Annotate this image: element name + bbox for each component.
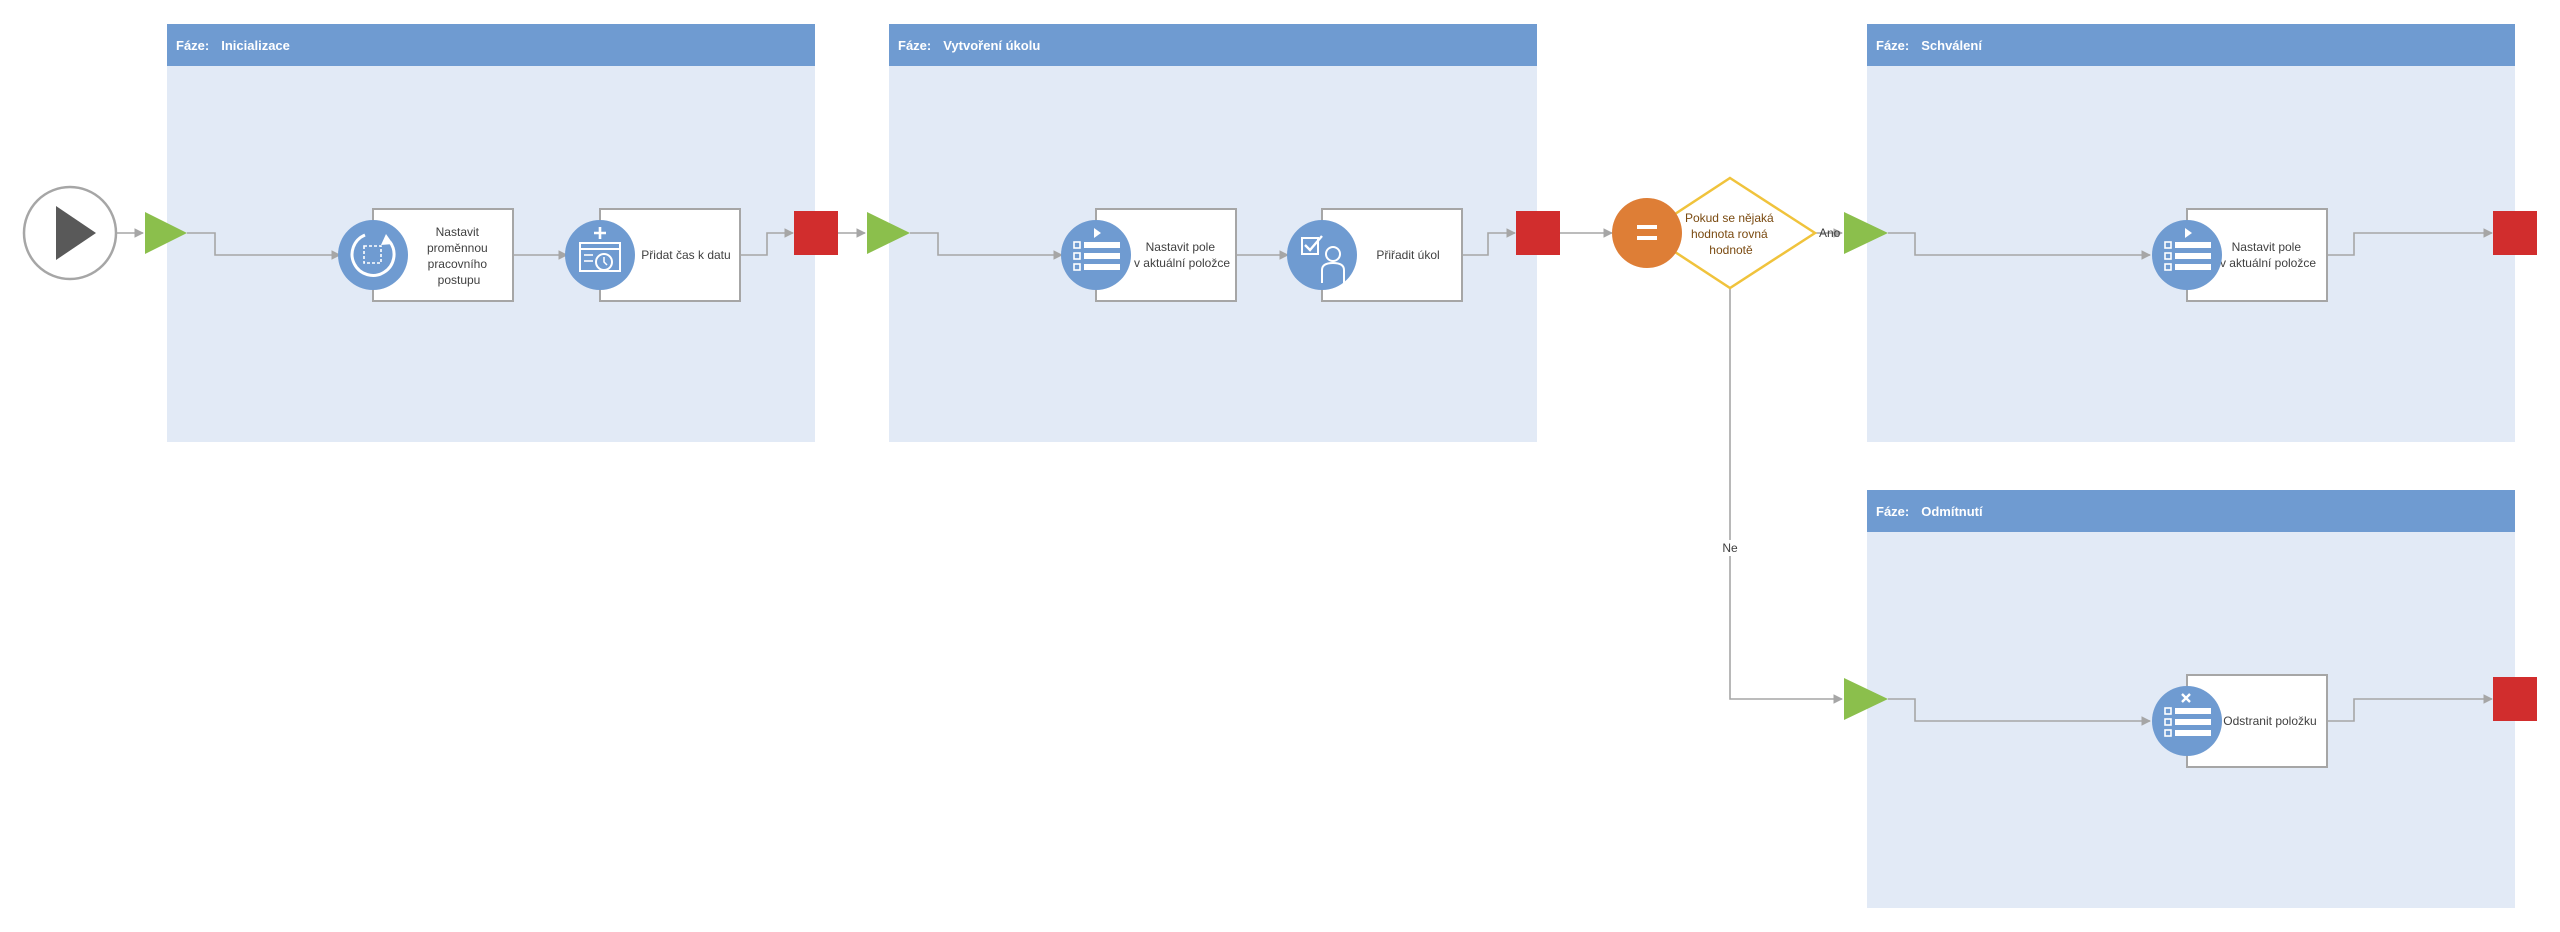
set-field-icon (1061, 220, 1131, 290)
svg-text:Přidat čas k datu: Přidat čas k datu (641, 248, 730, 262)
connector (1462, 228, 1516, 256)
action-label: Nastavit pole (2232, 240, 2302, 254)
action-label: proměnnou (427, 241, 488, 255)
stage-title: Schválení (1921, 38, 1982, 53)
stage-entry-marker[interactable] (1844, 678, 1888, 720)
svg-text:Nastavit pole v aktuální: Nastavit pole v aktuální položce (2220, 240, 2316, 270)
connector (1888, 232, 2151, 260)
connector (740, 228, 794, 256)
condition-label: hodnota rovná (1691, 227, 1768, 241)
stage-exit-marker[interactable] (1516, 211, 1560, 255)
svg-text:Fáze:Inicializace: Fáze: Inicializace (176, 38, 290, 53)
stage-exit-marker[interactable] (2493, 211, 2537, 255)
action-label: Přiřadit úkol (1376, 248, 1439, 262)
branch-label-bg (1719, 540, 1741, 556)
assign-task-icon (1287, 220, 1357, 290)
stage-prefix: Fáze: (1876, 504, 1909, 519)
action-label: v aktuální položce (1134, 256, 1230, 270)
stage-entry-marker[interactable] (145, 212, 187, 254)
stage-exit-marker[interactable] (794, 211, 838, 255)
start-button[interactable] (22, 185, 118, 281)
action-set-field[interactable]: Nastavit pole v aktuální položce (2152, 208, 2328, 302)
connector (187, 232, 341, 260)
stage-exit-marker[interactable] (2493, 677, 2537, 721)
set-field-icon (2152, 220, 2222, 290)
action-label: Přidat čas k datu (641, 248, 730, 262)
delete-item-icon (2152, 686, 2222, 756)
action-set-variable[interactable]: Nastavit proměnnou pracovního postupu (338, 208, 514, 302)
stage-prefix: Fáze: (1876, 38, 1909, 53)
action-delete-item[interactable]: Odstranit položku (2152, 674, 2328, 768)
branch-label-yes: Ano (1819, 226, 1841, 240)
action-assign-task[interactable]: Přiřadit úkol (1287, 208, 1463, 302)
condition-label: hodnotě (1709, 243, 1753, 257)
stage-prefix: Fáze: (898, 38, 931, 53)
action-label: Odstranit položku (2223, 714, 2316, 728)
svg-text:Pokud se nějaká hodnota: Pokud se nějaká hodnota rovná hodnotě (1685, 211, 1777, 257)
stage-prefix: Fáze: (176, 38, 209, 53)
set-variable-icon (338, 220, 408, 290)
action-label: v aktuální položce (2220, 256, 2316, 270)
connector (910, 232, 1063, 260)
stage-title: Odmítnutí (1921, 504, 1983, 519)
equals-icon (1612, 198, 1682, 268)
action-label: postupu (438, 273, 481, 287)
connector (2327, 228, 2493, 256)
connectors (117, 228, 2493, 726)
connector (2327, 694, 2493, 722)
action-label: Nastavit pole (1146, 240, 1216, 254)
svg-text:Nastavit proměnnou: Nastavit proměnnou pracovního postupu (427, 225, 491, 287)
play-icon (56, 206, 96, 260)
stage-entry-marker[interactable] (1844, 212, 1888, 254)
connector (1729, 288, 1843, 704)
condition-if-value-equals[interactable]: Pokud se nějaká hodnota rovná hodnotě (1612, 176, 1818, 290)
svg-text:Odstranit položku: Odstranit položku (2223, 714, 2316, 728)
condition-label: Pokud se nějaká (1685, 211, 1774, 225)
svg-text:Fáze:Vytvoření úkolu: Fáze: Vytvoření úkolu (898, 38, 1040, 53)
connector (1888, 698, 2151, 726)
action-label: Nastavit (436, 225, 480, 239)
action-add-time[interactable]: Přidat čas k datu (565, 208, 741, 302)
stage-title: Inicializace (221, 38, 290, 53)
svg-text:Nastavit pole v aktuální: Nastavit pole v aktuální položce (1134, 240, 1230, 270)
action-set-field[interactable]: Nastavit pole v aktuální položce (1061, 208, 1237, 302)
branch-label-no: Ne (1722, 541, 1738, 555)
svg-text:Fáze:Schválení: Fáze: Schválení (1876, 38, 1982, 53)
stage-title: Vytvoření úkolu (943, 38, 1040, 53)
action-label: pracovního (428, 257, 488, 271)
stage-entry-marker[interactable] (867, 212, 910, 254)
svg-text:Přiřadit úkol: Přiřadit úkol (1376, 248, 1439, 262)
svg-text:Fáze:Odmítnutí: Fáze: Odmítnutí (1876, 504, 1983, 519)
add-time-to-date-icon (565, 220, 635, 290)
